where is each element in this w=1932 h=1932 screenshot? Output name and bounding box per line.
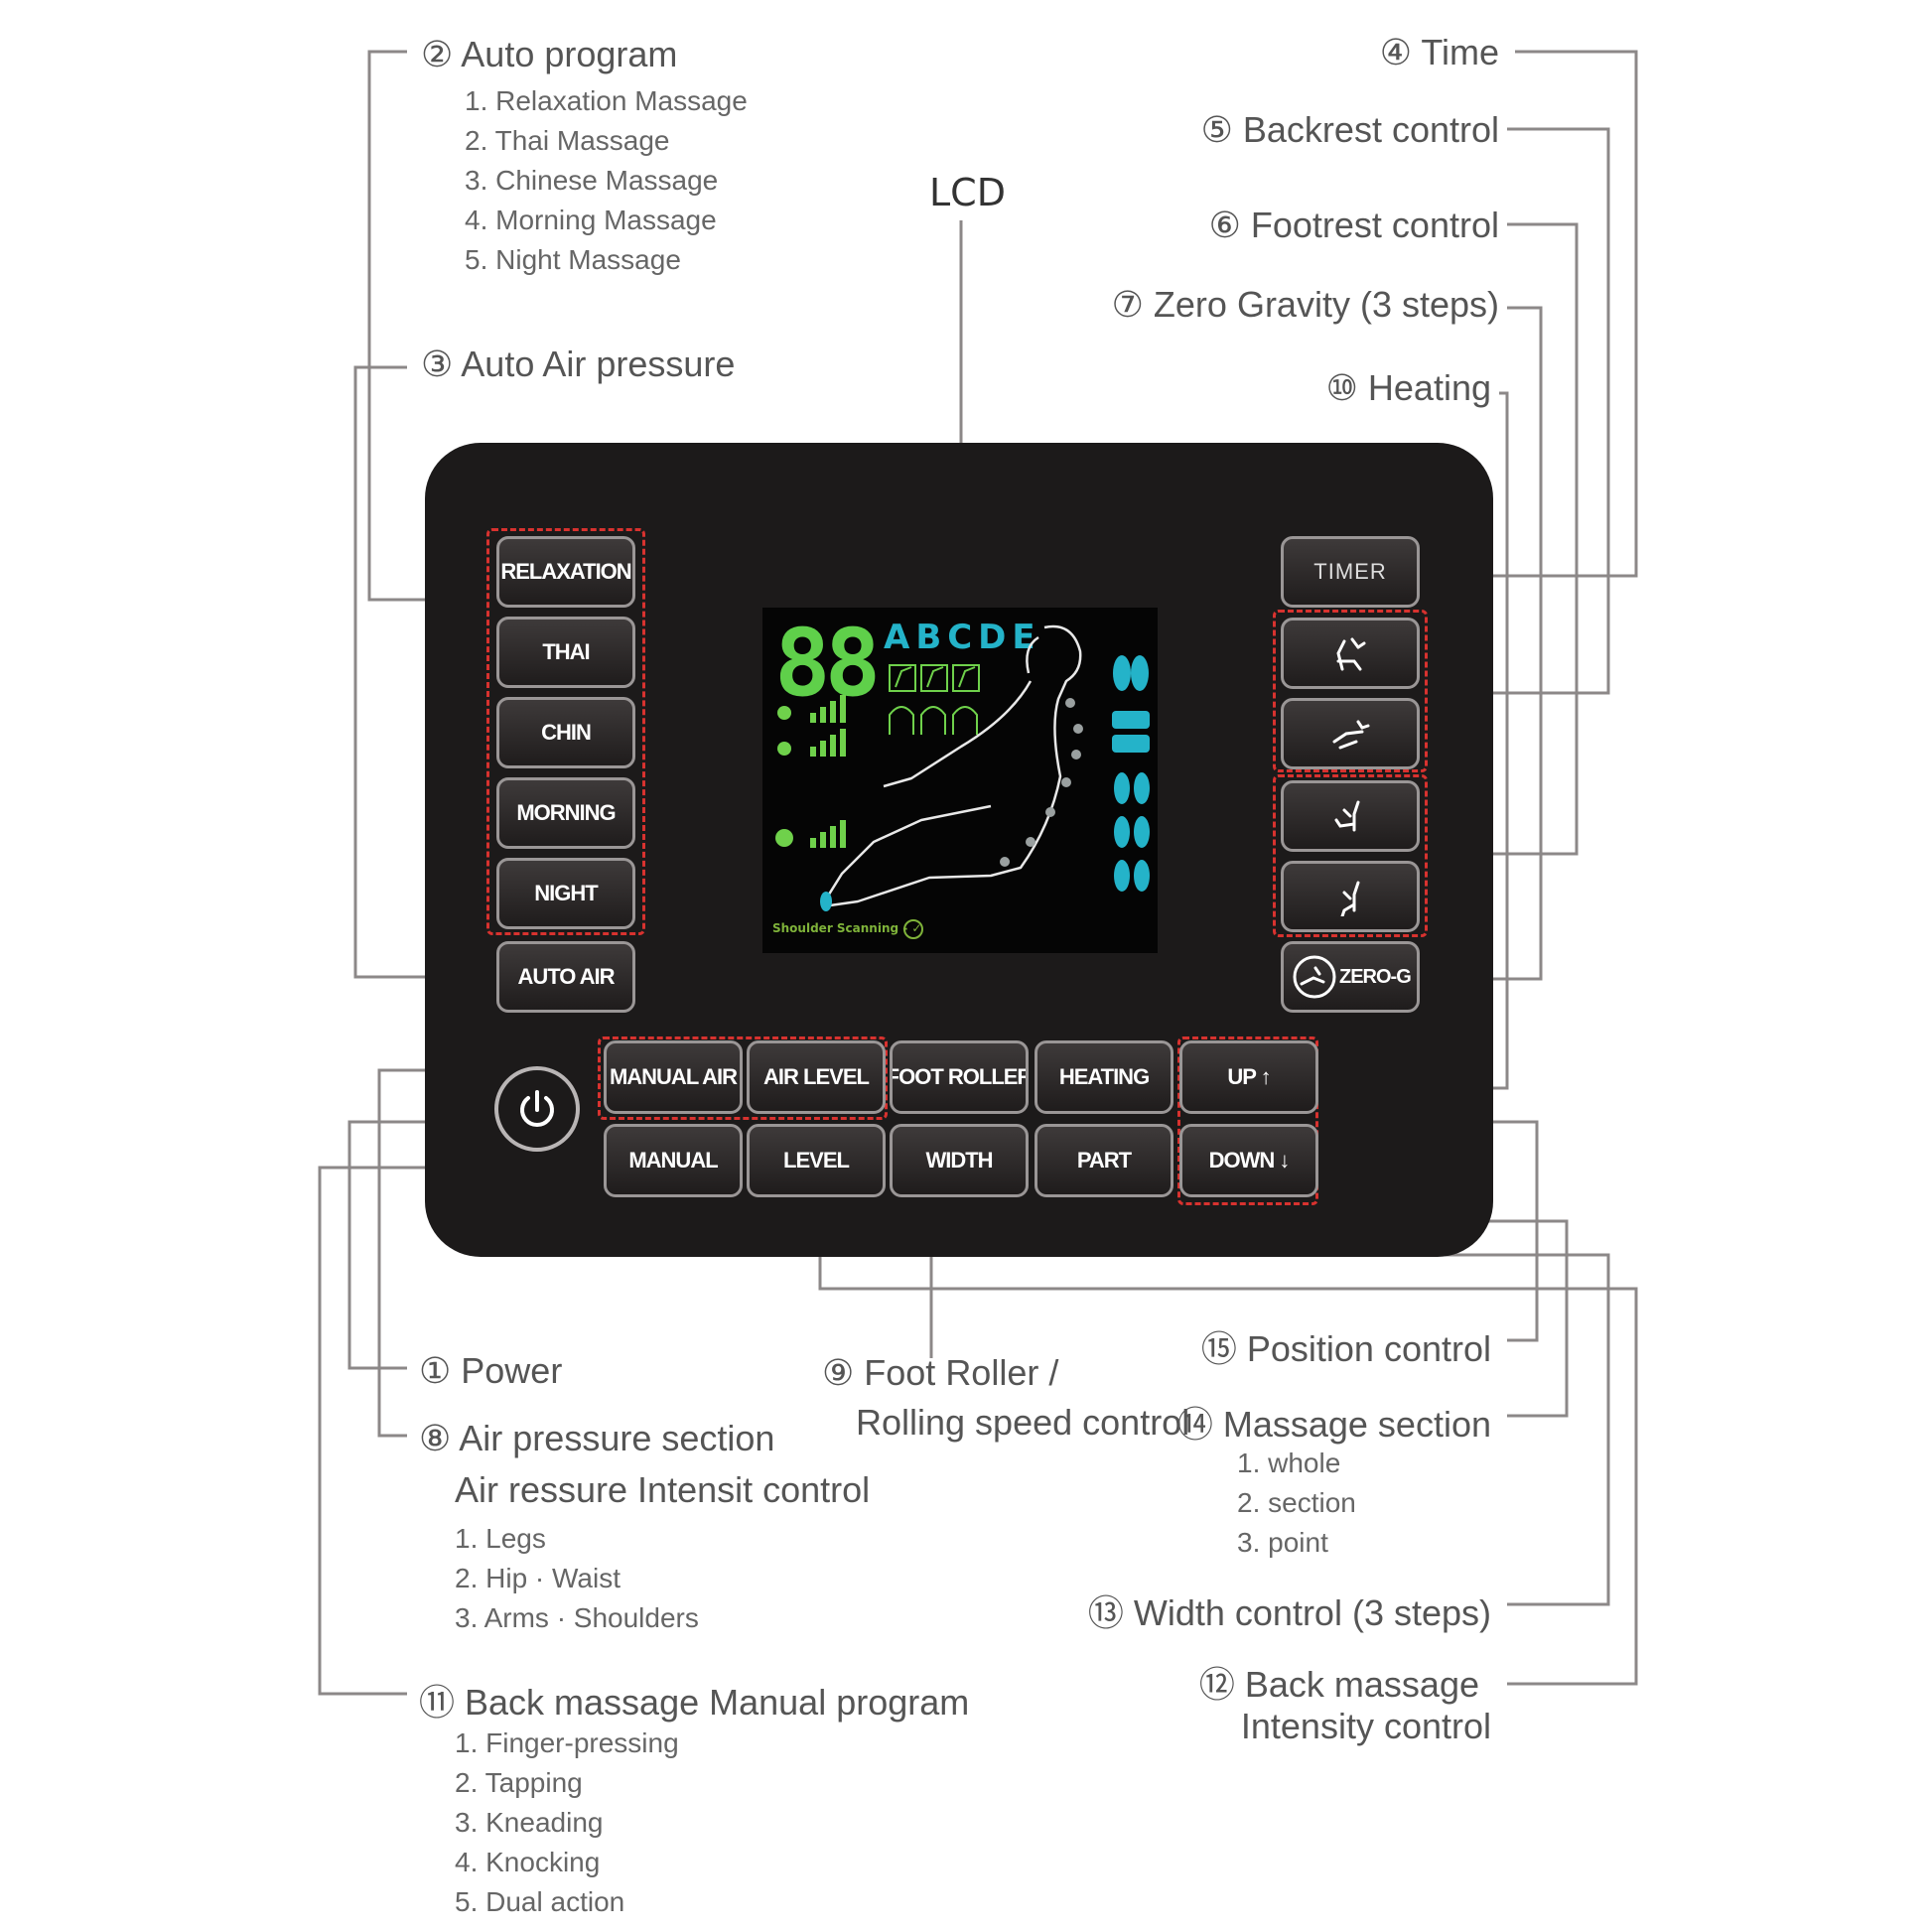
zero-g-label: ZERO-G — [1339, 965, 1412, 988]
auto-program-title: ② Auto program — [421, 34, 678, 74]
manual-button[interactable]: MANUAL — [604, 1124, 743, 1197]
back-manual-item: 3. Kneading — [455, 1807, 604, 1838]
back-manual-item: 2. Tapping — [455, 1767, 583, 1798]
zero-g-button[interactable]: ZERO-G — [1281, 941, 1420, 1013]
recline-up-icon — [1336, 637, 1366, 671]
air-section-title: ⑧ Air pressure section — [419, 1418, 775, 1458]
foot-roller-button[interactable]: FOOT ROLLER — [890, 1040, 1029, 1114]
position-group-outline — [1177, 1036, 1318, 1205]
morning-button[interactable]: MORNING — [496, 777, 635, 849]
back-manual-item: 4. Knocking — [455, 1847, 601, 1877]
lcd-graphics — [775, 624, 1150, 939]
backrest-down-button[interactable] — [1281, 698, 1420, 769]
recline-down-icon — [1332, 720, 1370, 750]
zero-gravity-icon — [1293, 955, 1336, 999]
level-button[interactable]: LEVEL — [747, 1124, 886, 1197]
zero-gravity-title: ⑦ Zero Gravity (3 steps) — [1111, 284, 1499, 325]
width-title: ⑬ Width control (3 steps) — [1087, 1592, 1491, 1633]
air-section-item: 1. Legs — [455, 1523, 546, 1554]
heating-button[interactable]: HEATING — [1035, 1040, 1173, 1114]
auto-program-item: 2. Thai Massage — [465, 125, 670, 156]
backrest-title: ⑤ Backrest control — [1200, 109, 1499, 150]
lcd-status-text: Shoulder Scanning - ✓ — [772, 921, 922, 935]
air-section-item: 3. Arms · Shoulders — [455, 1602, 699, 1633]
up-button[interactable]: UP ↑ — [1179, 1040, 1318, 1114]
auto-program-item: 1. Relaxation Massage — [465, 85, 748, 116]
back-manual-title: ⑪ Back massage Manual program — [419, 1682, 970, 1723]
power-button[interactable] — [494, 1066, 580, 1152]
air-section-group-outline — [598, 1036, 888, 1120]
lcd-label: LCD — [929, 171, 1006, 214]
part-button[interactable]: PART — [1035, 1124, 1173, 1197]
chinese-button[interactable]: CHIN — [496, 697, 635, 768]
power-icon — [520, 1090, 554, 1127]
auto-program-item: 5. Night Massage — [465, 244, 681, 275]
lcd-digits: 88 — [774, 610, 881, 718]
leg-up-icon — [1334, 800, 1360, 832]
footrest-title: ⑥ Footrest control — [1208, 205, 1499, 245]
leg-down-icon — [1340, 881, 1360, 916]
lcd-mode-letters: ABCDE — [884, 618, 1041, 657]
manual-air-button[interactable]: MANUAL AIR — [604, 1040, 743, 1114]
massage-section-title: ⑭ Massage section — [1176, 1404, 1491, 1445]
footrest-down-button[interactable] — [1281, 861, 1420, 932]
auto-program-group-outline — [486, 528, 645, 935]
foot-roller-title: ⑨ Foot Roller / — [822, 1352, 1059, 1393]
width-button[interactable]: WIDTH — [890, 1124, 1029, 1197]
night-button[interactable]: NIGHT — [496, 858, 635, 929]
backrest-group-outline — [1273, 610, 1428, 772]
back-intensity-subtitle: Intensity control — [1240, 1706, 1491, 1746]
thai-button[interactable]: THAI — [496, 617, 635, 688]
foot-roller-subtitle: Rolling speed control — [856, 1402, 1190, 1443]
time-title: ④ Time — [1379, 32, 1499, 72]
back-manual-item: 5. Dual action — [455, 1886, 625, 1917]
timer-button[interactable]: TIMER — [1281, 536, 1420, 608]
footrest-group-outline — [1273, 774, 1428, 937]
down-button[interactable]: DOWN ↓ — [1179, 1124, 1318, 1197]
air-section-item: 2. Hip · Waist — [455, 1563, 621, 1593]
massage-section-item: 1. whole — [1237, 1448, 1341, 1478]
back-intensity-title: ⑫ Back massage — [1198, 1664, 1479, 1705]
lcd-screen: 88 ABCDE — [762, 608, 1158, 953]
position-title: ⑮ Position control — [1200, 1328, 1491, 1369]
power-title: ① Power — [419, 1350, 563, 1391]
back-manual-item: 1. Finger-pressing — [455, 1727, 679, 1758]
auto-air-title: ③ Auto Air pressure — [421, 344, 736, 384]
auto-air-button[interactable]: AUTO AIR — [496, 941, 635, 1013]
air-level-button[interactable]: AIR LEVEL — [747, 1040, 886, 1114]
relaxation-button[interactable]: RELAXATION — [496, 536, 635, 608]
heating-title: ⑩ Heating — [1325, 367, 1491, 408]
auto-program-item: 4. Morning Massage — [465, 205, 717, 235]
air-section-subtitle: Air ressure Intensit control — [455, 1469, 871, 1510]
massage-section-item: 3. point — [1237, 1527, 1328, 1558]
massage-section-item: 2. section — [1237, 1487, 1356, 1518]
auto-program-item: 3. Chinese Massage — [465, 165, 719, 196]
footrest-up-button[interactable] — [1281, 780, 1420, 852]
backrest-up-button[interactable] — [1281, 618, 1420, 689]
